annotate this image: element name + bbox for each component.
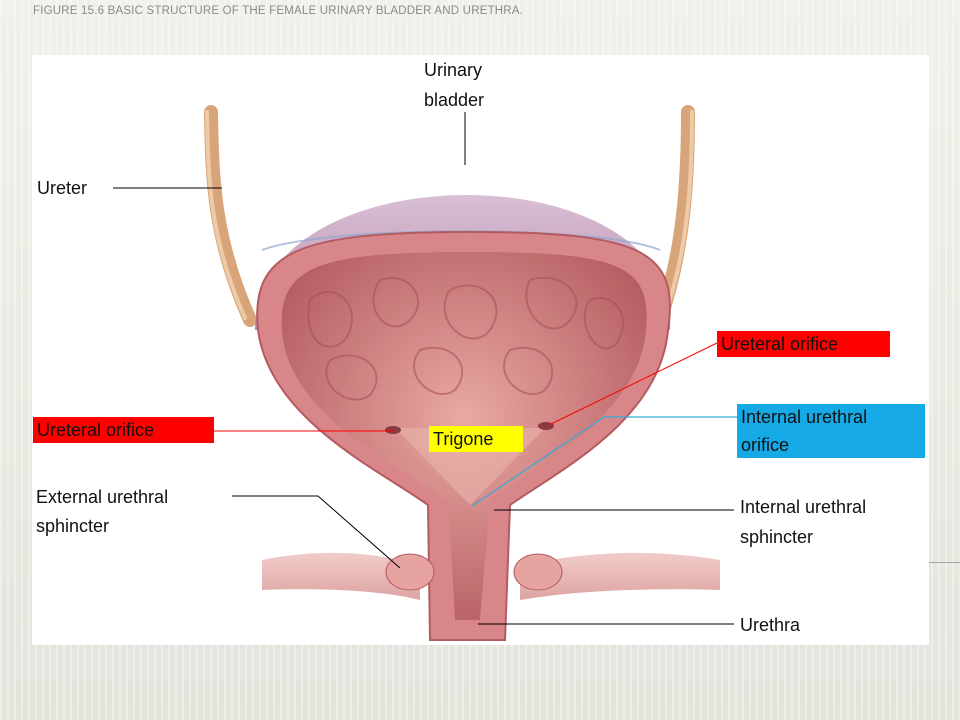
- label-trigone: Trigone: [429, 426, 523, 452]
- label-external-sphincter-line2: sphincter: [36, 516, 110, 536]
- pelvic-floor-right: [520, 552, 720, 600]
- decorative-line: [929, 562, 960, 563]
- external-sphincter-right: [513, 553, 563, 591]
- slide-title: FIGURE 15.6 BASIC STRUCTURE OF THE FEMAL…: [33, 5, 524, 17]
- label-internal-sphincter-line1: Internal urethral: [740, 497, 867, 517]
- label-external-sphincter-line1: External urethral: [36, 487, 169, 507]
- label-ureteral-orifice-right: Ureteral orifice: [717, 331, 890, 357]
- ureter-right-highlight: [662, 110, 694, 320]
- label-internal-urethral-orifice-line2: orifice: [741, 435, 790, 455]
- label-urethra: Urethra: [740, 615, 801, 635]
- label-internal-urethral-orifice-line1: Internal urethral: [741, 407, 868, 427]
- ureteral-orifice-left-mark: [385, 426, 401, 434]
- ureter-left-highlight: [205, 110, 247, 320]
- leader-external-sphincter: [232, 495, 401, 569]
- ureter-left: [204, 105, 257, 327]
- label-urinary-bladder-line1: Urinary: [424, 60, 483, 80]
- external-sphincter-left: [385, 553, 435, 591]
- rugae-folds: [307, 276, 625, 401]
- leader-ureteral-orifice-right: [548, 342, 718, 426]
- label-ureteral-orifice-left: Ureteral orifice: [33, 417, 214, 443]
- label-internal-urethral-orifice: Internal urethral orifice: [737, 404, 925, 458]
- leader-internal-urethral-orifice: [471, 416, 737, 507]
- label-ureter: Ureter: [37, 178, 88, 198]
- label-urinary-bladder-line2: bladder: [424, 90, 485, 110]
- pelvic-floor-left: [262, 552, 420, 600]
- label-internal-sphincter-line2: sphincter: [740, 527, 814, 547]
